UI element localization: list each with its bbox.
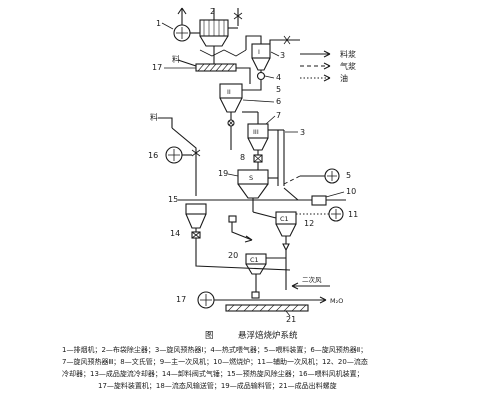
conveyor-hatched <box>195 63 237 72</box>
arrow-up-icon <box>177 7 187 15</box>
arrow-left-icon <box>291 282 299 290</box>
legend-label-2: 气浆 <box>340 61 356 71</box>
label-7: 7 <box>276 111 281 120</box>
arrow-right-icon <box>319 296 327 304</box>
cyclone-15 <box>185 203 207 229</box>
legend-label-1: 料浆 <box>340 49 356 59</box>
label-17: 17 <box>152 63 162 72</box>
caption-line-3: 冷却器；13—成品旋流冷却器；14—卸料阀式气锤；15—预热旋风除尘器；16—喂… <box>62 369 364 378</box>
label-19: 19 <box>218 169 228 178</box>
label-6: 6 <box>276 97 281 106</box>
cyclone-6-mark: II <box>227 88 231 96</box>
label-5: 5 <box>276 85 281 94</box>
label-21: 21 <box>286 315 296 324</box>
label-4: 4 <box>276 73 281 82</box>
arrow-right-icon <box>323 62 331 70</box>
valve-triangle-icon <box>282 243 290 252</box>
arrow-right-icon <box>323 50 331 58</box>
sample-point <box>228 215 237 223</box>
label-15: 15 <box>168 195 178 204</box>
bag-filter-2 <box>199 19 229 47</box>
label-12: 12 <box>304 219 314 228</box>
arrow-icon <box>244 235 253 243</box>
fan-17 <box>197 291 215 309</box>
figure-label: 图 <box>205 331 214 341</box>
label-3-riser: 3 <box>300 128 305 137</box>
label-10: 10 <box>346 187 356 196</box>
valve-icon <box>191 149 201 157</box>
cooler-20-mark: C1 <box>250 256 259 264</box>
venturi-8 <box>253 154 263 163</box>
label-14: 14 <box>170 229 180 238</box>
cyclone-3-mark: I <box>258 48 260 56</box>
label-3: 3 <box>280 51 285 60</box>
stream-material-feed: 料 <box>172 54 180 64</box>
fan-5 <box>324 168 340 184</box>
label-20: 20 <box>228 251 238 260</box>
label-1: 1 <box>156 19 161 28</box>
rotary-valve-icon <box>227 119 235 127</box>
cyclone-preheater-3 <box>251 43 271 71</box>
stream-second-air: 二次风 <box>302 275 322 284</box>
legend-label-3: 油 <box>340 73 348 83</box>
stream-product: M₂O <box>330 297 343 305</box>
exhaust-fan-1 <box>173 24 191 42</box>
fan-11 <box>328 206 344 222</box>
label-8: 8 <box>240 153 245 162</box>
burner-10 <box>311 195 327 206</box>
outlet-box <box>251 291 260 299</box>
discharge-valve-14 <box>191 231 201 239</box>
valve-icon <box>233 12 243 20</box>
caption-line-2: 7—旋风预热器Ⅲ；8—文氏管；9—主一次风机；10—燃烧炉；11—辅助一次风机；… <box>62 357 368 366</box>
cyclone-7-mark: III <box>253 128 259 136</box>
calciner-mark: S <box>249 174 253 182</box>
cyclone-preheater-6 <box>219 83 243 113</box>
fan-16 <box>165 146 183 164</box>
caption-line-1: 1—排烟机；2—布袋除尘器；3—旋风预热器Ⅰ；4—热式喂气器；5—喂料装置；6—… <box>62 345 367 354</box>
feeder-4 <box>256 71 266 81</box>
figure-title: 悬浮焙烧炉系统 <box>238 330 298 341</box>
label-11: 11 <box>348 210 358 219</box>
label-5b: 5 <box>346 171 351 180</box>
riser-duct <box>277 129 285 186</box>
label-16: 16 <box>148 151 158 160</box>
cooler-12-mark: C1 <box>280 215 289 223</box>
caption-line-4: 17—旋料装置机；18—流态风输送管；19—成品输料管；21—成品出料螺旋 <box>98 381 337 390</box>
label-2: 2 <box>210 7 215 16</box>
valve-icon <box>283 35 291 45</box>
legend: 料浆 气浆 油 <box>300 49 356 83</box>
arrow-right-icon <box>323 74 331 82</box>
label-17b: 17 <box>176 295 186 304</box>
stream-material-feed-2: 料 <box>150 112 158 122</box>
screw-conveyor-21 <box>225 304 309 312</box>
